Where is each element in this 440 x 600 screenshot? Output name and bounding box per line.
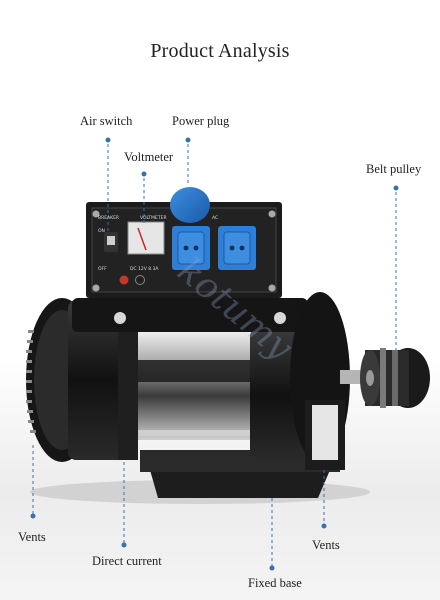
panel-ac-label: AC: [212, 215, 218, 221]
fixed-base: [150, 470, 330, 498]
label-vents-left: Vents: [18, 530, 46, 544]
panel-off-label: OFF: [98, 266, 107, 272]
label-direct-current: Direct current: [92, 554, 162, 568]
panel-on-label: ON: [98, 228, 105, 234]
label-voltmeter: Voltmeter: [124, 150, 174, 164]
label-power-plug: Power plug: [172, 114, 230, 128]
label-vents-right: Vents: [312, 538, 340, 552]
label-air-switch: Air switch: [80, 114, 133, 128]
label-fixed-base: Fixed base: [248, 576, 302, 590]
belt-pulley: [360, 348, 430, 408]
panel-voltmeter-label: VOLTMETER: [140, 215, 167, 221]
clamp-left: [118, 330, 138, 460]
page-title: Product Analysis: [150, 40, 290, 62]
dc-terminal-black: [135, 275, 145, 285]
callout-lines: [32, 138, 397, 568]
panel-dc-label: DC 12V 8.3A: [130, 266, 159, 272]
label-belt-pulley: Belt pulley: [366, 162, 422, 176]
left-vents: [26, 330, 36, 433]
callout-dots: [30, 137, 399, 571]
top-rail: [72, 298, 308, 332]
panel-breaker-label: BREAKER: [98, 215, 119, 221]
dc-terminal-red: [119, 275, 129, 285]
power-plug-cap: [170, 187, 210, 223]
